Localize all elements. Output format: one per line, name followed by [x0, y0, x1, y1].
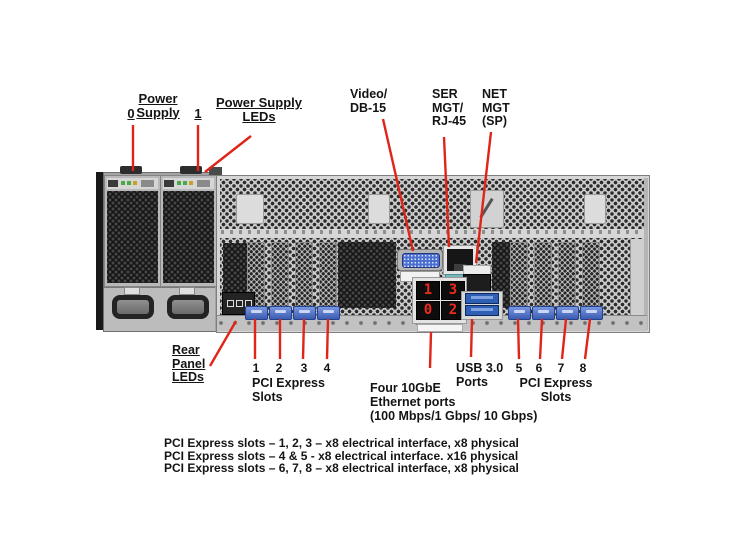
pci-slot-cover-7 [558, 242, 576, 308]
pci-slot-number-3: 3 [300, 361, 308, 375]
psu-0-handle [112, 295, 154, 319]
rear-panel-leds-callout: Rear Panel LEDs [172, 343, 206, 384]
usb-ports-callout: USB 3.0 Ports [456, 361, 504, 389]
usb-port-2 [465, 305, 499, 316]
psu-0-top-tab [120, 166, 142, 174]
power-supply-0-leds [107, 178, 158, 189]
vga-port [397, 249, 443, 271]
perforated-block [338, 242, 396, 308]
psu-led-green-icon [177, 181, 181, 185]
psu-0-latch [124, 287, 140, 295]
pci-slot-number-1: 1 [252, 361, 260, 375]
pci-slots-left-label: PCI Express Slots [252, 376, 325, 404]
power-supply-1-number: 1 [194, 106, 202, 121]
psu-label-block [141, 180, 154, 187]
ethernet-port-0: 0 [416, 301, 440, 320]
power-supply-leds-callout: Power Supply LEDs [216, 95, 302, 124]
ethernet-ports-callout: Four 10GbE Ethernet ports (100 Mbps/1 Gb… [370, 381, 538, 423]
pci-slot-cover-6 [534, 242, 552, 308]
vent-slot-row [221, 230, 643, 234]
pci-slot-number-4: 4 [323, 361, 331, 375]
pci-slot-latch-7 [556, 306, 579, 320]
psu-label-block [108, 180, 118, 187]
pci-slot-latch-4 [317, 306, 340, 320]
vent-release-lever [470, 190, 504, 228]
pci-slot-cover-1 [247, 242, 265, 308]
psu-led-amber-icon [189, 181, 193, 185]
net-mgt-port [463, 274, 491, 292]
pci-footnote-3: PCI Express slots – 6, 7, 8 – x8 electri… [164, 461, 519, 475]
pci-slot-number-7: 7 [557, 361, 565, 375]
pci-slot-latch-2 [269, 306, 292, 320]
pci-footnote-2: PCI Express slots – 4 & 5 - x8 electrica… [164, 448, 519, 463]
pci-slot-cover-4 [319, 242, 337, 308]
pci-slots-right-label: PCI Express Slots [519, 376, 593, 404]
chassis-right-plate [630, 239, 645, 316]
pci-slot-cover-2 [271, 242, 289, 308]
video-callout: Video/ DB-15 [350, 87, 388, 115]
psu-label-block [164, 180, 174, 187]
ethernet-port-3: 3 [441, 281, 465, 300]
power-supply-callout: Power Supply [116, 92, 200, 119]
pci-slot-cover-3 [295, 242, 313, 308]
pci-slot-latch-8 [580, 306, 603, 320]
pci-slot-latch-6 [532, 306, 555, 320]
pci-footnote-1: PCI Express slots – 1, 2, 3 – x8 electri… [164, 436, 519, 450]
pci-slot-number-6: 6 [535, 361, 543, 375]
chassis-right-rail [644, 178, 648, 330]
ethernet-port-grid: 1 3 0 2 [412, 277, 467, 324]
vent-grille [220, 179, 644, 229]
chassis-left-edge [96, 172, 103, 330]
vent-latch [368, 194, 390, 224]
usb-port-1 [465, 293, 499, 304]
pci-slot-latch-5 [508, 306, 531, 320]
pci-slot-number-8: 8 [579, 361, 587, 375]
psu-led-green-icon [121, 181, 125, 185]
power-supply-title: Power Supply [136, 91, 180, 120]
psu-1-latch [179, 287, 195, 295]
power-supply-1 [160, 175, 217, 287]
power-supply-0 [104, 175, 161, 287]
vent-latch [584, 194, 606, 224]
pci-slot-cover-8 [582, 242, 600, 308]
vent-latch [236, 194, 264, 224]
psu-led-amber-icon [133, 181, 137, 185]
ethernet-port-1: 1 [416, 281, 440, 300]
psu-led-green-icon [127, 181, 131, 185]
ser-mgt-callout: SER MGT/ RJ-45 [432, 87, 467, 128]
pci-footnotes: PCI Express slots – 1, 2, 3 – x8 electri… [164, 437, 519, 475]
power-supply-0-number: 0 [127, 106, 135, 121]
power-supply-1-leds [163, 178, 214, 189]
psu-1-grille [163, 191, 214, 283]
psu-1-handle [167, 295, 209, 319]
psu-1-top-tab [180, 166, 202, 174]
pci-slot-latch-1 [245, 306, 268, 320]
ethernet-label-strip [417, 324, 463, 332]
pci-slot-number-2: 2 [275, 361, 283, 375]
pci-slot-number-5: 5 [515, 361, 523, 375]
psu-label-block [197, 180, 210, 187]
net-mgt-callout: NET MGT (SP) [482, 87, 510, 128]
psu-0-grille [107, 191, 158, 283]
psu-led-green-icon [183, 181, 187, 185]
pci-slot-latch-3 [293, 306, 316, 320]
pci-slot-cover-5 [510, 242, 528, 308]
